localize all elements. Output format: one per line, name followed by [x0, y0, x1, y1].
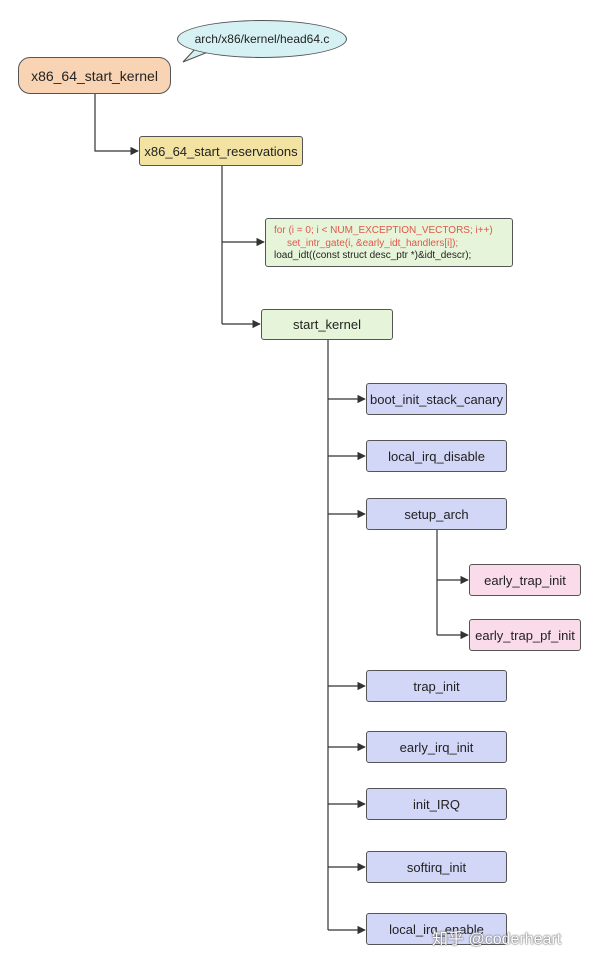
node-x86-64-start-reservations: x86_64_start_reservations — [139, 136, 303, 166]
node-label: trap_init — [413, 678, 460, 694]
watermark: 知乎 @coderheart — [432, 931, 562, 948]
code-line-set-intr-gate: set_intr_gate(i, &early_idt_handlers[i])… — [287, 237, 459, 249]
source-file-callout: arch/x86/kernel/head64.c — [177, 20, 347, 58]
node-label: early_trap_pf_init — [475, 627, 575, 643]
node-start-kernel: start_kernel — [261, 309, 393, 340]
node-label: early_trap_init — [484, 572, 566, 588]
node-local-irq-enable: local_irq_enable — [366, 913, 507, 945]
code-line-load-idt: load_idt((const struct desc_ptr *)&idt_d… — [274, 250, 472, 261]
node-label: local_irq_enable — [389, 921, 484, 937]
node-label: x86_64_start_kernel — [31, 67, 158, 84]
node-x86-64-start-kernel: x86_64_start_kernel — [18, 57, 171, 94]
node-early-trap-init: early_trap_init — [469, 564, 581, 596]
edge-root-to-reservations — [94, 94, 139, 156]
node-label: local_irq_disable — [388, 448, 485, 464]
node-label: boot_init_stack_canary — [370, 391, 503, 407]
node-label: x86_64_start_reservations — [144, 143, 298, 159]
node-trap-init: trap_init — [366, 670, 507, 702]
node-softirq-init: softirq_init — [366, 851, 507, 883]
node-setup-arch: setup_arch — [366, 498, 507, 530]
node-label: init_IRQ — [413, 796, 460, 812]
node-boot-init-stack-canary: boot_init_stack_canary — [366, 383, 507, 415]
node-label: softirq_init — [406, 859, 467, 875]
node-label: setup_arch — [404, 506, 469, 522]
source-file-label: arch/x86/kernel/head64.c — [194, 32, 330, 46]
code-line-for-loop: for (i = 0; i < NUM_EXCEPTION_VECTORS; i… — [274, 225, 493, 236]
node-local-irq-disable: local_irq_disable — [366, 440, 507, 472]
node-label: early_irq_init — [399, 739, 474, 755]
code-snippet-box: for (i = 0; i < NUM_EXCEPTION_VECTORS; i… — [265, 218, 513, 267]
node-label: start_kernel — [293, 317, 361, 332]
node-early-irq-init: early_irq_init — [366, 731, 507, 763]
node-init-irq: init_IRQ — [366, 788, 507, 820]
node-early-trap-pf-init: early_trap_pf_init — [469, 619, 581, 651]
